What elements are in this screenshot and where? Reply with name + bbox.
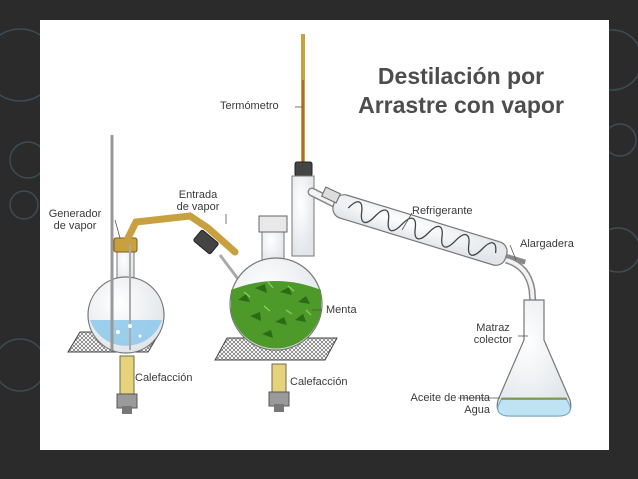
leader-lines <box>114 106 528 399</box>
title-line-1: Destilación por <box>377 63 545 89</box>
label-generador-line1: Generador <box>48 208 102 220</box>
condenser <box>320 186 526 266</box>
collecting-flask <box>496 299 572 417</box>
title-line-2: Arrastre con vapor <box>358 92 564 118</box>
label-entrada-vapor-line2: de vapor <box>176 201 220 213</box>
distillation-diagram <box>67 34 572 417</box>
label-termometro: Termómetro <box>220 100 279 112</box>
label-entrada-vapor-line1: Entrada <box>178 189 218 201</box>
diagram-title: Destilación por Arrastre con vapor <box>316 62 606 120</box>
steam-generator-flask <box>87 135 165 354</box>
label-entrada-vapor: Entrada de vapor <box>170 189 226 213</box>
main-flask <box>229 215 323 351</box>
label-alargadera: Alargadera <box>520 238 574 250</box>
label-aceite-menta: Aceite de menta <box>410 392 491 404</box>
label-matraz-line2: colector <box>473 334 513 346</box>
label-agua: Agua <box>464 404 490 416</box>
slide-canvas: Destilación por Arrastre con vapor Termó… <box>40 20 609 450</box>
label-refrigerante: Refrigerante <box>412 205 473 217</box>
label-calefaccion-generador: Calefacción <box>135 372 193 384</box>
label-matraz-colector: Matraz colector <box>464 322 522 346</box>
label-menta: Menta <box>326 304 357 316</box>
label-generador-vapor: Generador de vapor <box>42 208 108 232</box>
label-matraz-line1: Matraz <box>476 322 510 334</box>
label-generador-line2: de vapor <box>53 220 97 232</box>
label-calefaccion-matraz: Calefacción <box>290 376 348 388</box>
